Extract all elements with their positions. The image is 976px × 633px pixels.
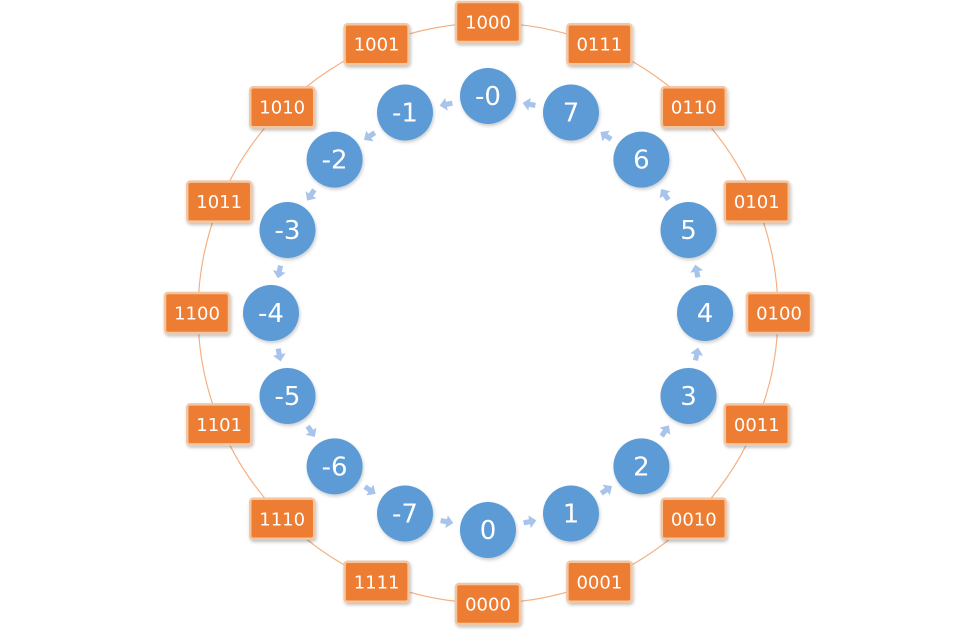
binary-code-label: 0111 xyxy=(576,35,622,56)
value-node: -4 xyxy=(243,285,299,341)
value-node-label: -0 xyxy=(475,82,501,112)
value-node-label: 6 xyxy=(633,146,650,176)
flow-arrow-icon xyxy=(600,130,613,142)
flow-arrow-icon xyxy=(439,97,453,111)
value-node-label: -7 xyxy=(392,500,418,530)
binary-code-box: 0000 xyxy=(454,582,522,626)
binary-code-box: 1100 xyxy=(163,291,231,335)
value-node: 2 xyxy=(613,438,670,495)
value-node: -3 xyxy=(259,202,316,258)
binary-code-label: 1101 xyxy=(196,415,242,436)
flow-arrow-icon xyxy=(599,484,613,496)
binary-code-label: 1000 xyxy=(465,13,511,34)
flow-arrow-icon xyxy=(522,97,536,111)
arrows-layer xyxy=(272,97,704,529)
value-node: -1 xyxy=(377,84,433,141)
flow-arrow-icon xyxy=(659,425,671,438)
value-node: -2 xyxy=(306,131,363,188)
flow-arrow-icon xyxy=(305,424,317,438)
binary-code-label: 1110 xyxy=(259,509,305,530)
binary-code-label: 1100 xyxy=(174,304,220,325)
binary-code-box: 0101 xyxy=(723,180,791,223)
binary-code-label: 1111 xyxy=(354,572,400,593)
binary-code-label: 1011 xyxy=(196,192,242,213)
flow-arrow-icon xyxy=(659,188,671,202)
binary-code-box: 1101 xyxy=(185,403,253,446)
flow-arrow-icon xyxy=(523,515,537,529)
value-node: -0 xyxy=(460,68,516,124)
binary-code-label: 0000 xyxy=(465,595,511,616)
value-node-label: 5 xyxy=(680,216,697,246)
value-nodes: 0 1 2 3 4 5 6 7 -0 -1 -2 -3 -4 -5 -6 -7 xyxy=(243,68,733,558)
binary-code-box: 0110 xyxy=(660,85,728,129)
binary-code-label: 0110 xyxy=(671,98,717,119)
flow-arrow-icon xyxy=(440,515,454,529)
binary-code-box: 1110 xyxy=(248,497,316,541)
binary-code-box: 1001 xyxy=(343,22,410,66)
binary-code-box: 1010 xyxy=(248,85,316,129)
binary-code-label: 1001 xyxy=(354,35,400,56)
binary-code-box: 1000 xyxy=(454,0,522,44)
value-node-label: -4 xyxy=(258,299,284,329)
value-node-label: -2 xyxy=(322,146,348,176)
value-node: 5 xyxy=(660,202,717,258)
binary-code-box: 0111 xyxy=(566,22,633,66)
binary-code-label: 0011 xyxy=(734,415,780,436)
value-node-label: 7 xyxy=(563,99,580,129)
flow-arrow-icon xyxy=(272,348,286,362)
binary-code-label: 0100 xyxy=(756,304,802,325)
flow-arrow-icon xyxy=(690,264,704,278)
value-node-label: -3 xyxy=(275,216,301,246)
flow-arrow-icon xyxy=(363,484,376,496)
value-node: 6 xyxy=(613,131,670,188)
value-node: -5 xyxy=(259,368,316,424)
binary-code-box: 0011 xyxy=(723,403,791,446)
binary-code-label: 1010 xyxy=(259,98,305,119)
binary-code-label: 0010 xyxy=(671,509,717,530)
value-node-label: -1 xyxy=(392,99,418,129)
flow-arrow-icon xyxy=(363,130,377,142)
value-node-label: 1 xyxy=(563,500,580,530)
binary-code-box: 1011 xyxy=(185,180,253,223)
binary-code-box: 1111 xyxy=(343,560,410,604)
flow-arrow-icon xyxy=(305,188,317,201)
binary-code-label: 0001 xyxy=(576,572,622,593)
value-node: 7 xyxy=(543,84,599,141)
value-node-label: 2 xyxy=(633,452,650,482)
value-node-label: -5 xyxy=(275,382,301,412)
binary-code-boxes: 0000000100100011010001010110011110001001… xyxy=(163,0,813,626)
value-node: 0 xyxy=(460,502,516,558)
flow-arrow-icon xyxy=(690,347,704,361)
value-node-label: 0 xyxy=(480,516,497,546)
value-node: 3 xyxy=(660,368,717,424)
value-node-label: -6 xyxy=(322,452,348,482)
binary-code-label: 0101 xyxy=(734,192,780,213)
binary-code-box: 0100 xyxy=(745,291,813,335)
flow-arrow-icon xyxy=(272,265,286,279)
binary-code-box: 0010 xyxy=(660,497,728,541)
value-node-label: 3 xyxy=(680,382,697,412)
value-node: 4 xyxy=(677,285,733,341)
value-node: -7 xyxy=(377,485,433,542)
binary-code-box: 0001 xyxy=(566,560,633,604)
value-node: 1 xyxy=(543,485,599,542)
value-node-label: 4 xyxy=(697,299,714,329)
value-node: -6 xyxy=(306,438,363,495)
